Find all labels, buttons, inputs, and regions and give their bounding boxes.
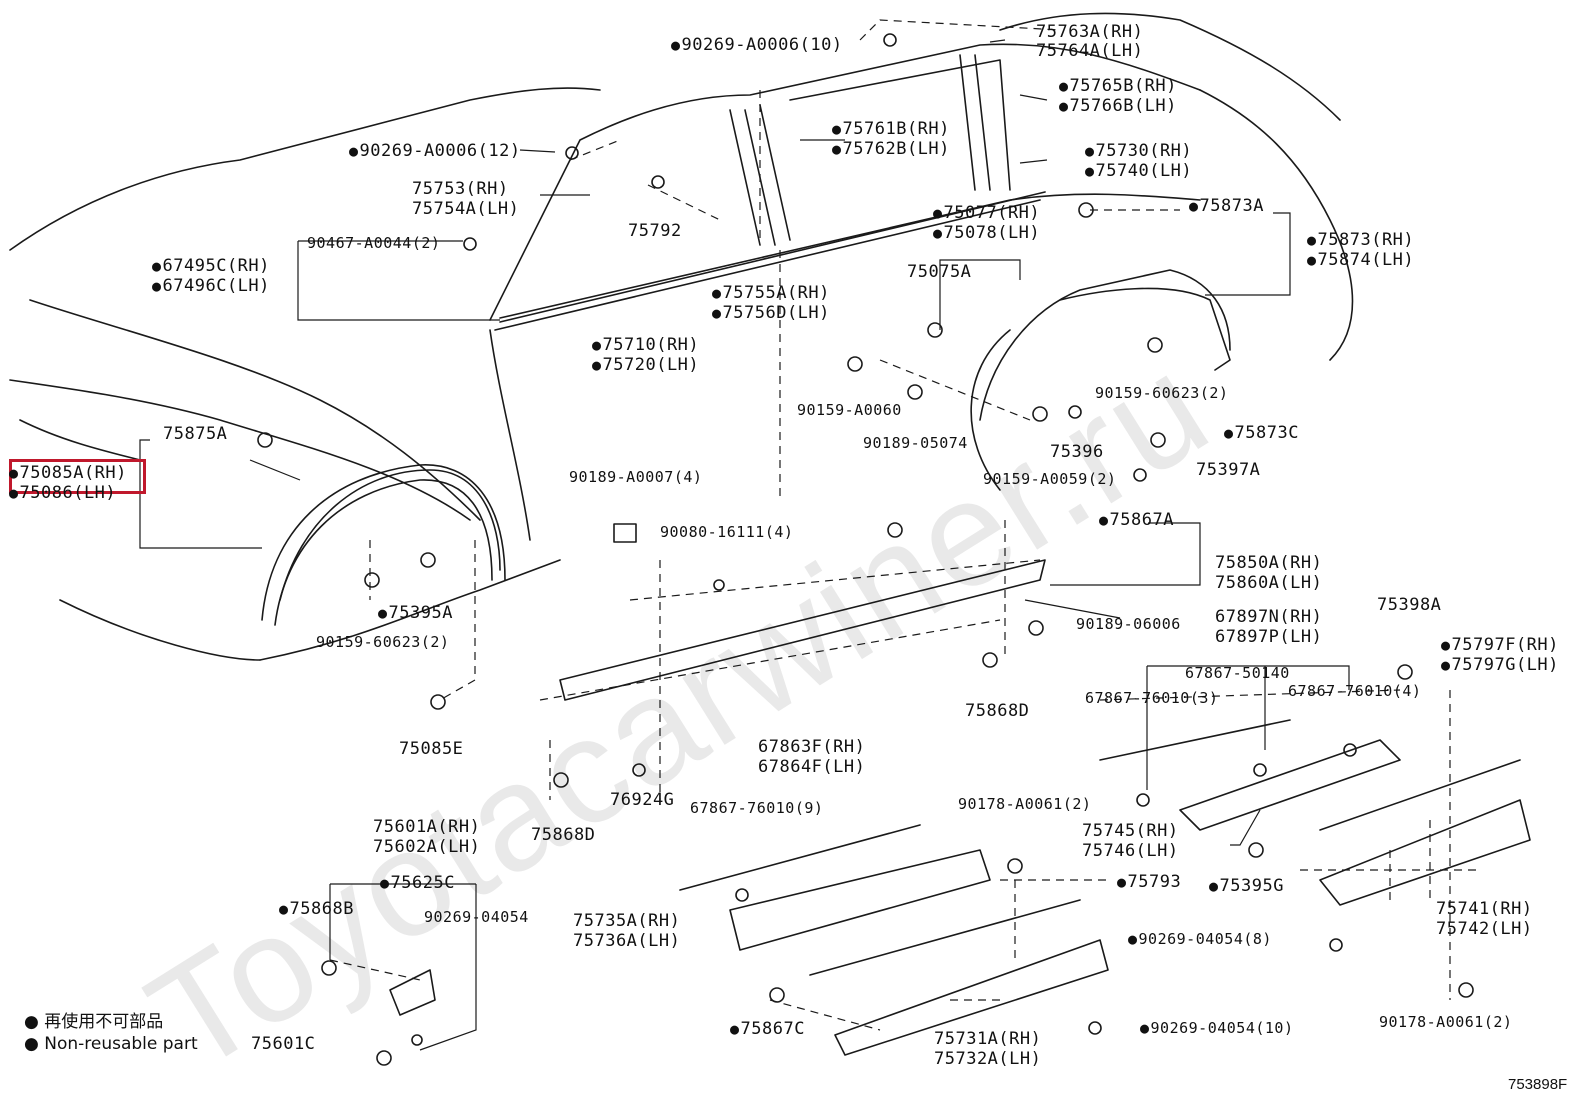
part-label[interactable]: 76924G <box>610 790 675 810</box>
part-label[interactable]: 75601C <box>251 1034 316 1054</box>
part-label[interactable]: 75765B(RH) <box>1059 77 1177 96</box>
rocker-molding-lower <box>834 939 1109 1056</box>
part-label[interactable]: 67897P(LH) <box>1215 627 1323 647</box>
rocker-molding-upper <box>559 559 1046 701</box>
part-label[interactable]: 75792 <box>628 221 682 241</box>
front-arch-line <box>279 469 501 601</box>
part-label[interactable]: 90467-A0044(2) <box>307 234 441 252</box>
part-label[interactable]: 90080-16111(4) <box>660 523 794 541</box>
part-label[interactable]: 75755A(RH) <box>712 284 830 303</box>
part-label[interactable]: 90159-60623(2) <box>1095 384 1229 402</box>
front-flare-inner <box>274 479 493 626</box>
part-label[interactable]: 75873C <box>1224 424 1299 443</box>
part-label[interactable]: 75754A(LH) <box>412 199 520 219</box>
hood-outline <box>9 87 601 251</box>
mud-guard <box>389 969 436 1016</box>
part-label[interactable]: 75742(LH) <box>1436 919 1533 939</box>
part-label[interactable]: 75873A <box>1189 197 1264 216</box>
part-label[interactable]: 75745(RH) <box>1082 821 1179 841</box>
part-label[interactable]: 75625C <box>380 874 455 893</box>
part-label[interactable]: 90269-A0006(10) <box>671 36 843 55</box>
part-label[interactable]: 75873(RH) <box>1307 231 1414 250</box>
front-flare-outer <box>261 464 506 621</box>
part-label[interactable]: 75731A(RH) <box>934 1029 1042 1049</box>
part-label[interactable]: 90159-A0059(2) <box>983 470 1117 488</box>
part-label[interactable]: 75398A <box>1377 595 1442 615</box>
part-label[interactable]: 75793 <box>1117 873 1181 892</box>
part-label[interactable]: 75868D <box>965 701 1030 721</box>
part-label[interactable]: 90269-04054(10) <box>1140 1019 1294 1038</box>
legend-jp: ● 再使用不可部品 <box>24 1012 164 1032</box>
part-label[interactable]: 75601A(RH) <box>373 817 481 837</box>
part-label[interactable]: 75730(RH) <box>1085 142 1192 161</box>
part-label[interactable]: 67863F(RH) <box>758 737 866 757</box>
part-label[interactable]: 75850A(RH) <box>1215 553 1323 573</box>
part-label[interactable]: 90269-04054(8) <box>1128 930 1272 949</box>
rear-rocker-trim <box>1179 739 1401 831</box>
quarter-molding <box>1319 799 1531 906</box>
part-label[interactable]: 75867A <box>1099 511 1174 530</box>
part-label[interactable]: 75867C <box>730 1020 805 1039</box>
part-label[interactable]: 67867-50140 <box>1185 664 1290 682</box>
part-label[interactable]: 75763A(RH) <box>1036 22 1144 42</box>
part-label[interactable]: 67867-76010(3) <box>1085 689 1219 707</box>
part-label[interactable]: 75396 <box>1050 442 1104 462</box>
part-label[interactable]: 75756D(LH) <box>712 304 830 323</box>
part-label-highlighted[interactable]: 75085A(RH) <box>9 464 127 483</box>
part-label[interactable]: 90159-60623(2) <box>316 633 450 651</box>
part-label[interactable]: 90189-A0007(4) <box>569 468 703 486</box>
part-label[interactable]: 67867-76010(9) <box>690 799 824 817</box>
fender-outline <box>9 379 471 521</box>
part-label[interactable]: 75720(LH) <box>592 356 699 375</box>
part-label[interactable]: 75766B(LH) <box>1059 97 1177 116</box>
part-label[interactable]: 67496C(LH) <box>152 277 270 296</box>
part-label[interactable]: 75732A(LH) <box>934 1049 1042 1069</box>
part-label[interactable]: 75741(RH) <box>1436 899 1533 919</box>
part-label[interactable]: 75085E <box>399 739 464 759</box>
part-label[interactable]: 75077(RH) <box>933 204 1040 223</box>
part-label[interactable]: 75753(RH) <box>412 179 509 199</box>
part-label[interactable]: 90159-A0060 <box>797 401 902 419</box>
part-label[interactable]: 75874(LH) <box>1307 251 1414 270</box>
part-label[interactable]: 75797G(LH) <box>1441 656 1559 675</box>
part-label[interactable]: 67897N(RH) <box>1215 607 1323 627</box>
part-label[interactable]: 67864F(LH) <box>758 757 866 777</box>
lower-rocker-trim <box>729 849 991 951</box>
part-label[interactable]: 75395G <box>1209 877 1284 896</box>
part-label[interactable]: 75740(LH) <box>1085 162 1192 181</box>
legend-en: ● Non-reusable part <box>24 1034 198 1054</box>
part-label[interactable]: 67867-76010(4) <box>1288 682 1422 700</box>
part-label[interactable]: 75868B <box>279 900 354 919</box>
part-label[interactable]: 75602A(LH) <box>373 837 481 857</box>
part-label[interactable]: 75875A <box>163 424 228 444</box>
part-label[interactable]: 90189-05074 <box>863 434 968 452</box>
part-label[interactable]: 75078(LH) <box>933 224 1040 243</box>
part-label[interactable]: 75735A(RH) <box>573 911 681 931</box>
part-label[interactable]: 90269-04054 <box>424 908 529 926</box>
part-label[interactable]: 75075A <box>907 262 972 282</box>
part-label[interactable]: 75762B(LH) <box>832 140 950 159</box>
part-label[interactable]: 75395A <box>378 604 453 623</box>
front-edge-line <box>19 419 141 461</box>
part-label[interactable]: 67495C(RH) <box>152 257 270 276</box>
part-label[interactable]: 90178-A0061(2) <box>958 795 1092 813</box>
part-label[interactable]: 90269-A0006(12) <box>349 142 521 161</box>
part-label[interactable]: 75746(LH) <box>1082 841 1179 861</box>
part-label[interactable]: 75860A(LH) <box>1215 573 1323 593</box>
part-label[interactable]: 75764A(LH) <box>1036 41 1144 61</box>
part-label[interactable]: 90189-06006 <box>1076 615 1181 633</box>
part-label[interactable]: 75797F(RH) <box>1441 636 1559 655</box>
part-label[interactable]: 75868D <box>531 825 596 845</box>
part-label[interactable]: 75736A(LH) <box>573 931 681 951</box>
diagram-code: 753898F <box>1508 1076 1568 1093</box>
part-label[interactable]: 75397A <box>1196 460 1261 480</box>
part-label[interactable]: 75710(RH) <box>592 336 699 355</box>
part-label[interactable]: 90178-A0061(2) <box>1379 1013 1513 1031</box>
part-label[interactable]: 75761B(RH) <box>832 120 950 139</box>
part-label[interactable]: 75086(LH) <box>9 484 116 503</box>
